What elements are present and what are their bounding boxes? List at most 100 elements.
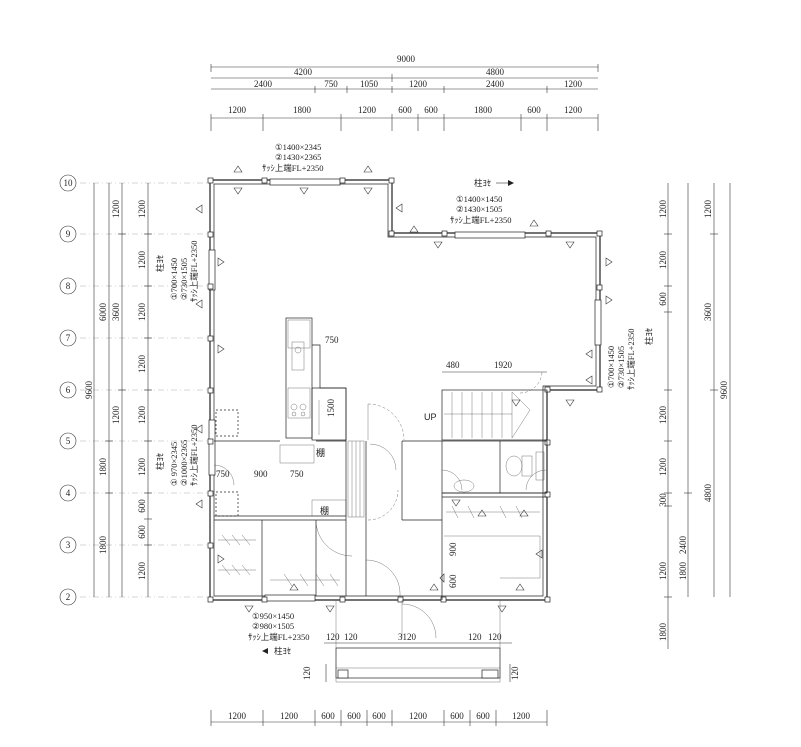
arrow-left-icon [262,648,268,654]
axis-bubble [59,432,77,450]
axis-label-10: 10 [64,178,74,188]
shelf-label: 棚 [316,447,325,458]
left-dim-in-6: 1200 [137,458,147,477]
interior-dim: 900 [254,469,268,479]
dim-top-row4-f: 1800 [474,105,493,115]
left-dim-3600: 3600 [111,303,121,322]
left-dim-1800a: 1800 [98,458,108,477]
closet-hatching [218,505,540,587]
left-dim-1200a: 1200 [111,200,121,219]
bottom-dimension-lines [210,710,548,726]
entrance-porch [324,600,512,683]
left-dimension-lines [93,183,152,597]
dim-bottom-3: 600 [321,711,335,721]
window-note-line: ｻｯｼ上端FL+2350 [626,329,636,390]
interior-dim: 900 [448,542,458,556]
window-note-line: ②730×1505 [179,258,189,300]
dim-top-row3-a: 2400 [254,79,273,89]
right-dim-col4-4: 1200 [658,458,668,477]
dim-top-row4-a: 1200 [228,105,247,115]
window-note-line: ②730×1505 [616,346,626,388]
interior-walls [214,317,548,600]
toilet-bowl [505,455,523,477]
wall-pillar-marks [207,177,603,603]
interior-dim: 120 [488,632,502,642]
dim-bottom-5: 600 [372,711,386,721]
top-dimension-lines [210,64,599,131]
shelf-label-2: 棚 [320,505,329,516]
cooktop-burner [290,403,298,411]
pillar-shift-label-left-upper: 柱ﾖｾ [155,255,165,272]
right-dim-col2-2: 3600 [703,303,713,322]
window-spec-top-left: ①1400×2345 ②1430×2365 ｻｯｼ上端FL+2350 [262,142,323,173]
window-note-line: ②980×1505 [252,621,294,631]
interior-dim: 120 [302,666,312,680]
left-dim-1200b: 1200 [111,406,121,425]
pillar-shift-label-bottom: 柱ﾖｾ [274,646,291,656]
right-dim-col3-9: 1800 [678,562,688,581]
right-dim-col3-3: 600 [658,292,668,306]
left-dim-in-2: 1200 [137,251,147,270]
window-spec-left-upper: ①700×1450 ②730×1505 ｻｯｼ上端FL+2350 [169,241,199,302]
right-dim-col2-3: 4800 [703,484,713,503]
pillar-shift-label-left-lower: 柱ﾖｾ [155,453,165,470]
interior-dim: 480 [446,360,460,370]
dim-bottom-4: 600 [347,711,361,721]
wash-basin [453,479,475,493]
window-note-line: ｻｯｼ上端FL+2350 [248,632,309,642]
window-note-line: ①700×1450 [169,258,179,300]
left-dim-9600: 9600 [84,381,94,400]
window-top-left [269,178,341,186]
kitchen-sink [291,341,305,371]
left-dim-in-9: 1200 [137,562,147,581]
axis-label-6: 6 [66,385,71,395]
interior-dim: 600 [448,574,458,588]
right-dimension-lines [664,183,731,649]
axis-bubble [59,588,77,606]
right-dim-col2-1: 1200 [703,200,713,219]
dim-bottom-6: 1200 [409,711,428,721]
right-dim-col4-2: 1200 [658,251,668,270]
arrow-head-icon [508,180,514,186]
dim-bottom-7: 600 [450,711,464,721]
left-dim-in-7: 600 [137,499,147,513]
window-note-line: ｻｯｼ上端FL+2350 [189,425,199,486]
interior-dim: 750 [216,469,230,479]
right-dim-col4-5: 1200 [658,562,668,581]
axis-label-7: 7 [66,333,71,343]
dim-top-row4-h: 1200 [564,105,583,115]
window-left-lower [208,419,216,476]
window-note-line: ①950×1450 [252,611,294,621]
axis-label-3: 3 [66,540,71,550]
window-note-line: ①700×1450 [606,346,616,388]
axis-bubble [59,277,77,295]
dim-bottom-1: 1200 [228,711,247,721]
interior-dim: 1500 [326,399,336,418]
left-dim-in-1: 1200 [137,200,147,219]
right-dim-col3-8: 2400 [678,536,688,555]
dim-bottom-8: 600 [476,711,490,721]
dim-top-row2-b: 4800 [486,67,505,77]
dim-bottom-9: 1200 [512,711,531,721]
dim-top-row3-c: 1050 [360,79,379,89]
dim-total-width: 9000 [397,54,416,64]
window-note-line: ②1430×1505 [456,204,502,214]
window-note-line: ①1400×2345 [275,142,321,152]
window-spec-bottom: ①950×1450 ②980×1505 ｻｯｼ上端FL+2350 [248,611,309,642]
axis-label-2: 2 [66,592,71,602]
window-note-line: ｻｯｼ上端FL+2350 [450,215,511,225]
left-dim-in-4: 1200 [137,355,147,374]
interior-dim: 120 [510,666,520,680]
axis-bubble [59,329,77,347]
interior-dim: 120 [326,632,340,642]
dim-top-row3-e: 2400 [486,79,505,89]
right-dim-col4-6: 1800 [658,623,668,642]
left-dim-1800b: 1800 [98,536,108,555]
axis-bubble [59,536,77,554]
interior-dim: 750 [290,469,304,479]
interior-dim: 120 [344,632,358,642]
window-note-line: ① 970×2345 [169,442,179,486]
stair-treads [444,391,531,439]
dim-top-row3-f: 1200 [564,79,583,89]
window-spec-left-lower: ① 970×2345 ②1000×2365 ｻｯｼ上端FL+2350 [169,425,199,486]
